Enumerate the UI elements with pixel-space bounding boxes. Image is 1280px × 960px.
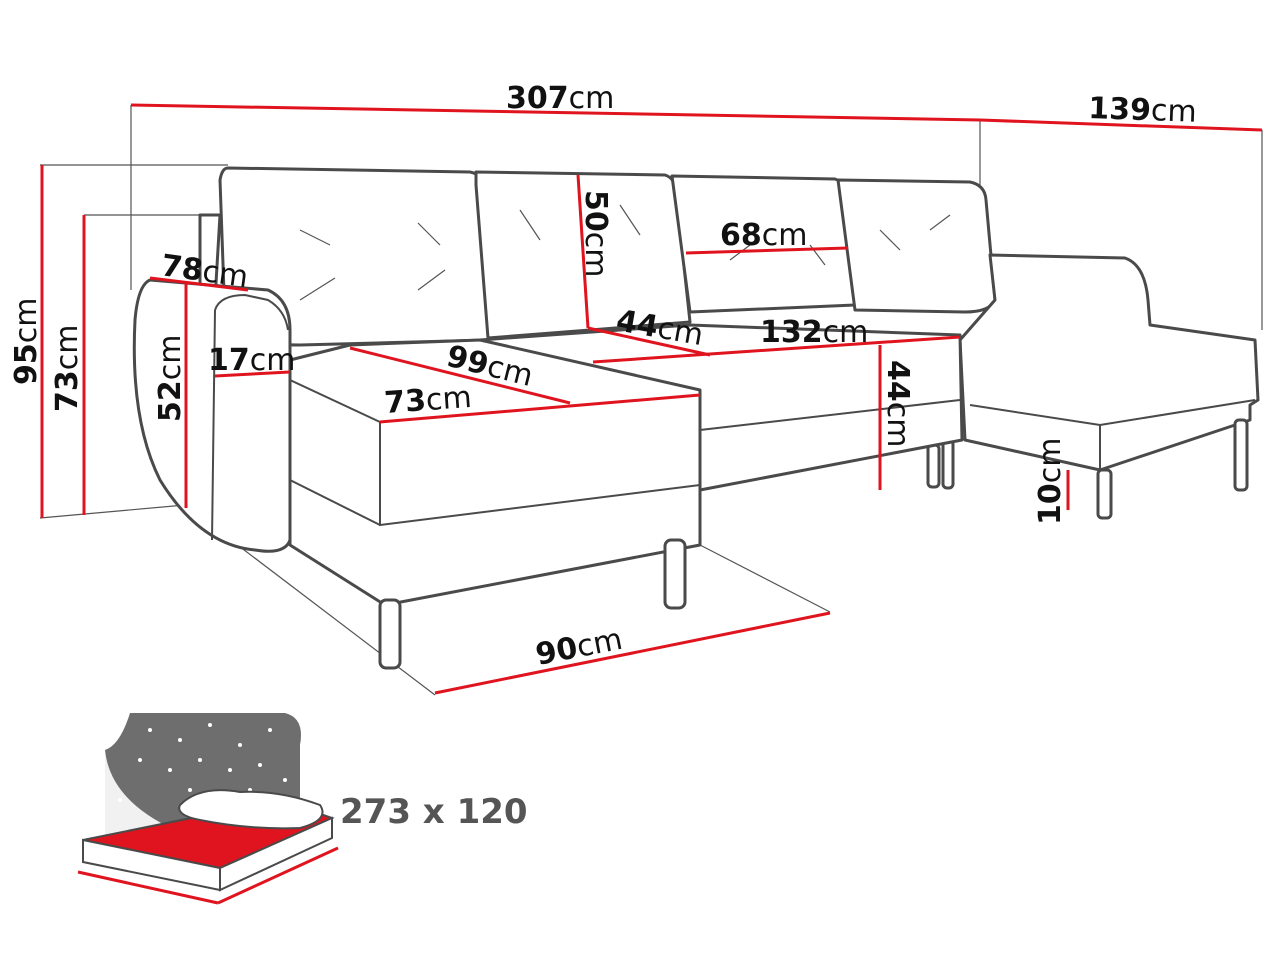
leg [941,438,955,490]
label-seat-height: 44cm [880,360,915,447]
label-armrest-inner-height: 52cm [153,335,188,422]
label-total-width: 307cm [506,81,614,116]
leg [378,598,402,670]
leg [1096,468,1113,520]
stars-icon [118,723,287,802]
back-cushion-4 [836,178,997,314]
pillow-icon [178,789,324,830]
label-chaise-total-width: 90cm [533,622,626,673]
label-middle-seat-width: 132cm [760,315,868,350]
label-cushion-width: 68cm [720,218,807,253]
sleeping-area-icon: 273 x 120 [77,713,528,905]
left-chaise [288,338,702,607]
leg [926,443,941,489]
right-chaise [958,253,1260,472]
leg [663,538,687,610]
label-armrest-height: 73cm [50,325,85,412]
leg [1233,418,1249,492]
label-chaise-seat-width: 73cm [383,380,473,421]
label-seat-depth: 44cm [614,303,706,353]
dimension-lines [40,103,1263,695]
label-leg-height: 10cm [1033,438,1068,525]
dimension-labels: 307cm 139cm 95cm 73cm 78cm 52cm 17cm 50c… [9,81,1197,673]
label-armrest-depth: 78cm [159,248,250,295]
label-backrest-height: 50cm [578,190,613,277]
label-armrest-width: 17cm [208,343,295,378]
sofa-outline [132,166,1260,670]
label-chaise-width: 139cm [1088,91,1197,130]
label-total-height: 95cm [9,298,44,385]
sleeping-area-size: 273 x 120 [340,792,528,832]
left-armrest [132,278,292,553]
